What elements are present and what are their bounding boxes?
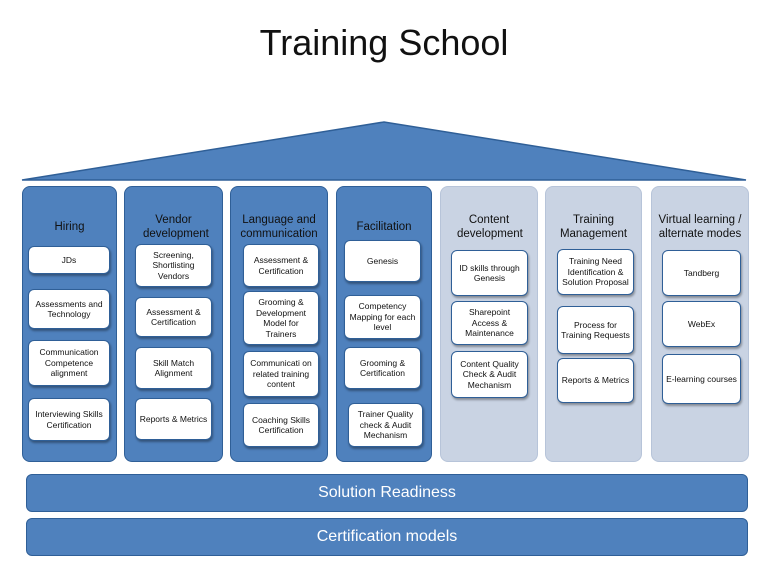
- card-item: Communicati on related training content: [243, 351, 319, 397]
- foundation-solution-readiness: Solution Readiness: [26, 474, 748, 512]
- card-item: Assessment & Certification: [135, 297, 212, 337]
- card-item: Grooming & Certification: [344, 347, 421, 389]
- card-item: Reports & Metrics: [557, 358, 634, 403]
- card-item: Assessments and Technology: [28, 289, 110, 329]
- card-item: Assessment & Certification: [243, 244, 319, 287]
- pillar-title: Virtual learning / alternate modes: [658, 214, 742, 240]
- card-item: Screening, Shortlisting Vendors: [135, 244, 212, 287]
- roof: [21, 121, 747, 181]
- card-item: Reports & Metrics: [135, 398, 212, 440]
- card-item: Skill Match Alignment: [135, 347, 212, 389]
- pillar-title: Vendor development: [143, 214, 209, 240]
- card-item: JDs: [28, 246, 110, 274]
- pillar-language-communication: Language and communication Assessment & …: [230, 186, 328, 462]
- pillar-facilitation: Facilitation Genesis Competency Mapping …: [336, 186, 432, 462]
- pillar-title: Hiring: [54, 221, 85, 233]
- card-item: Communication Competence alignment: [28, 340, 110, 386]
- card-item: E-learning courses: [662, 354, 741, 404]
- card-item: Process for Training Requests: [557, 306, 634, 354]
- card-item: Genesis: [344, 240, 421, 282]
- card-item: Grooming & Development Model for Trainer…: [243, 291, 319, 345]
- page-title: Training School: [259, 22, 509, 63]
- card-item: Trainer Quality check & Audit Mechanism: [348, 403, 423, 447]
- pillar-training-management: Training Management Training Need Identi…: [545, 186, 642, 462]
- foundation-certification-models: Certification models: [26, 518, 748, 556]
- card-item: Competency Mapping for each level: [344, 295, 421, 339]
- pillar-title: Language and communication: [240, 214, 318, 240]
- roof-triangle: [21, 121, 747, 181]
- card-item: Sharepoint Access & Maintenance: [451, 301, 528, 345]
- card-item: Interviewing Skills Certification: [28, 398, 110, 441]
- pillar-vendor-development: Vendor development Screening, Shortlisti…: [124, 186, 223, 462]
- pillar-title: Training Management: [559, 214, 628, 240]
- card-item: Content Quality Check & Audit Mechanism: [451, 351, 528, 398]
- pillar-hiring: Hiring JDs Assessments and Technology Co…: [22, 186, 117, 462]
- pillar-title: Facilitation: [356, 221, 412, 233]
- card-item: WebEx: [662, 301, 741, 347]
- card-item: Tandberg: [662, 250, 741, 296]
- card-item: ID skills through Genesis: [451, 250, 528, 296]
- pillar-title: Content development: [457, 214, 523, 240]
- pillar-content-development: Content development ID skills through Ge…: [440, 186, 538, 462]
- card-item: Training Need Identification & Solution …: [557, 249, 634, 295]
- card-item: Coaching Skills Certification: [243, 403, 319, 447]
- pillar-virtual-learning: Virtual learning / alternate modes Tandb…: [651, 186, 749, 462]
